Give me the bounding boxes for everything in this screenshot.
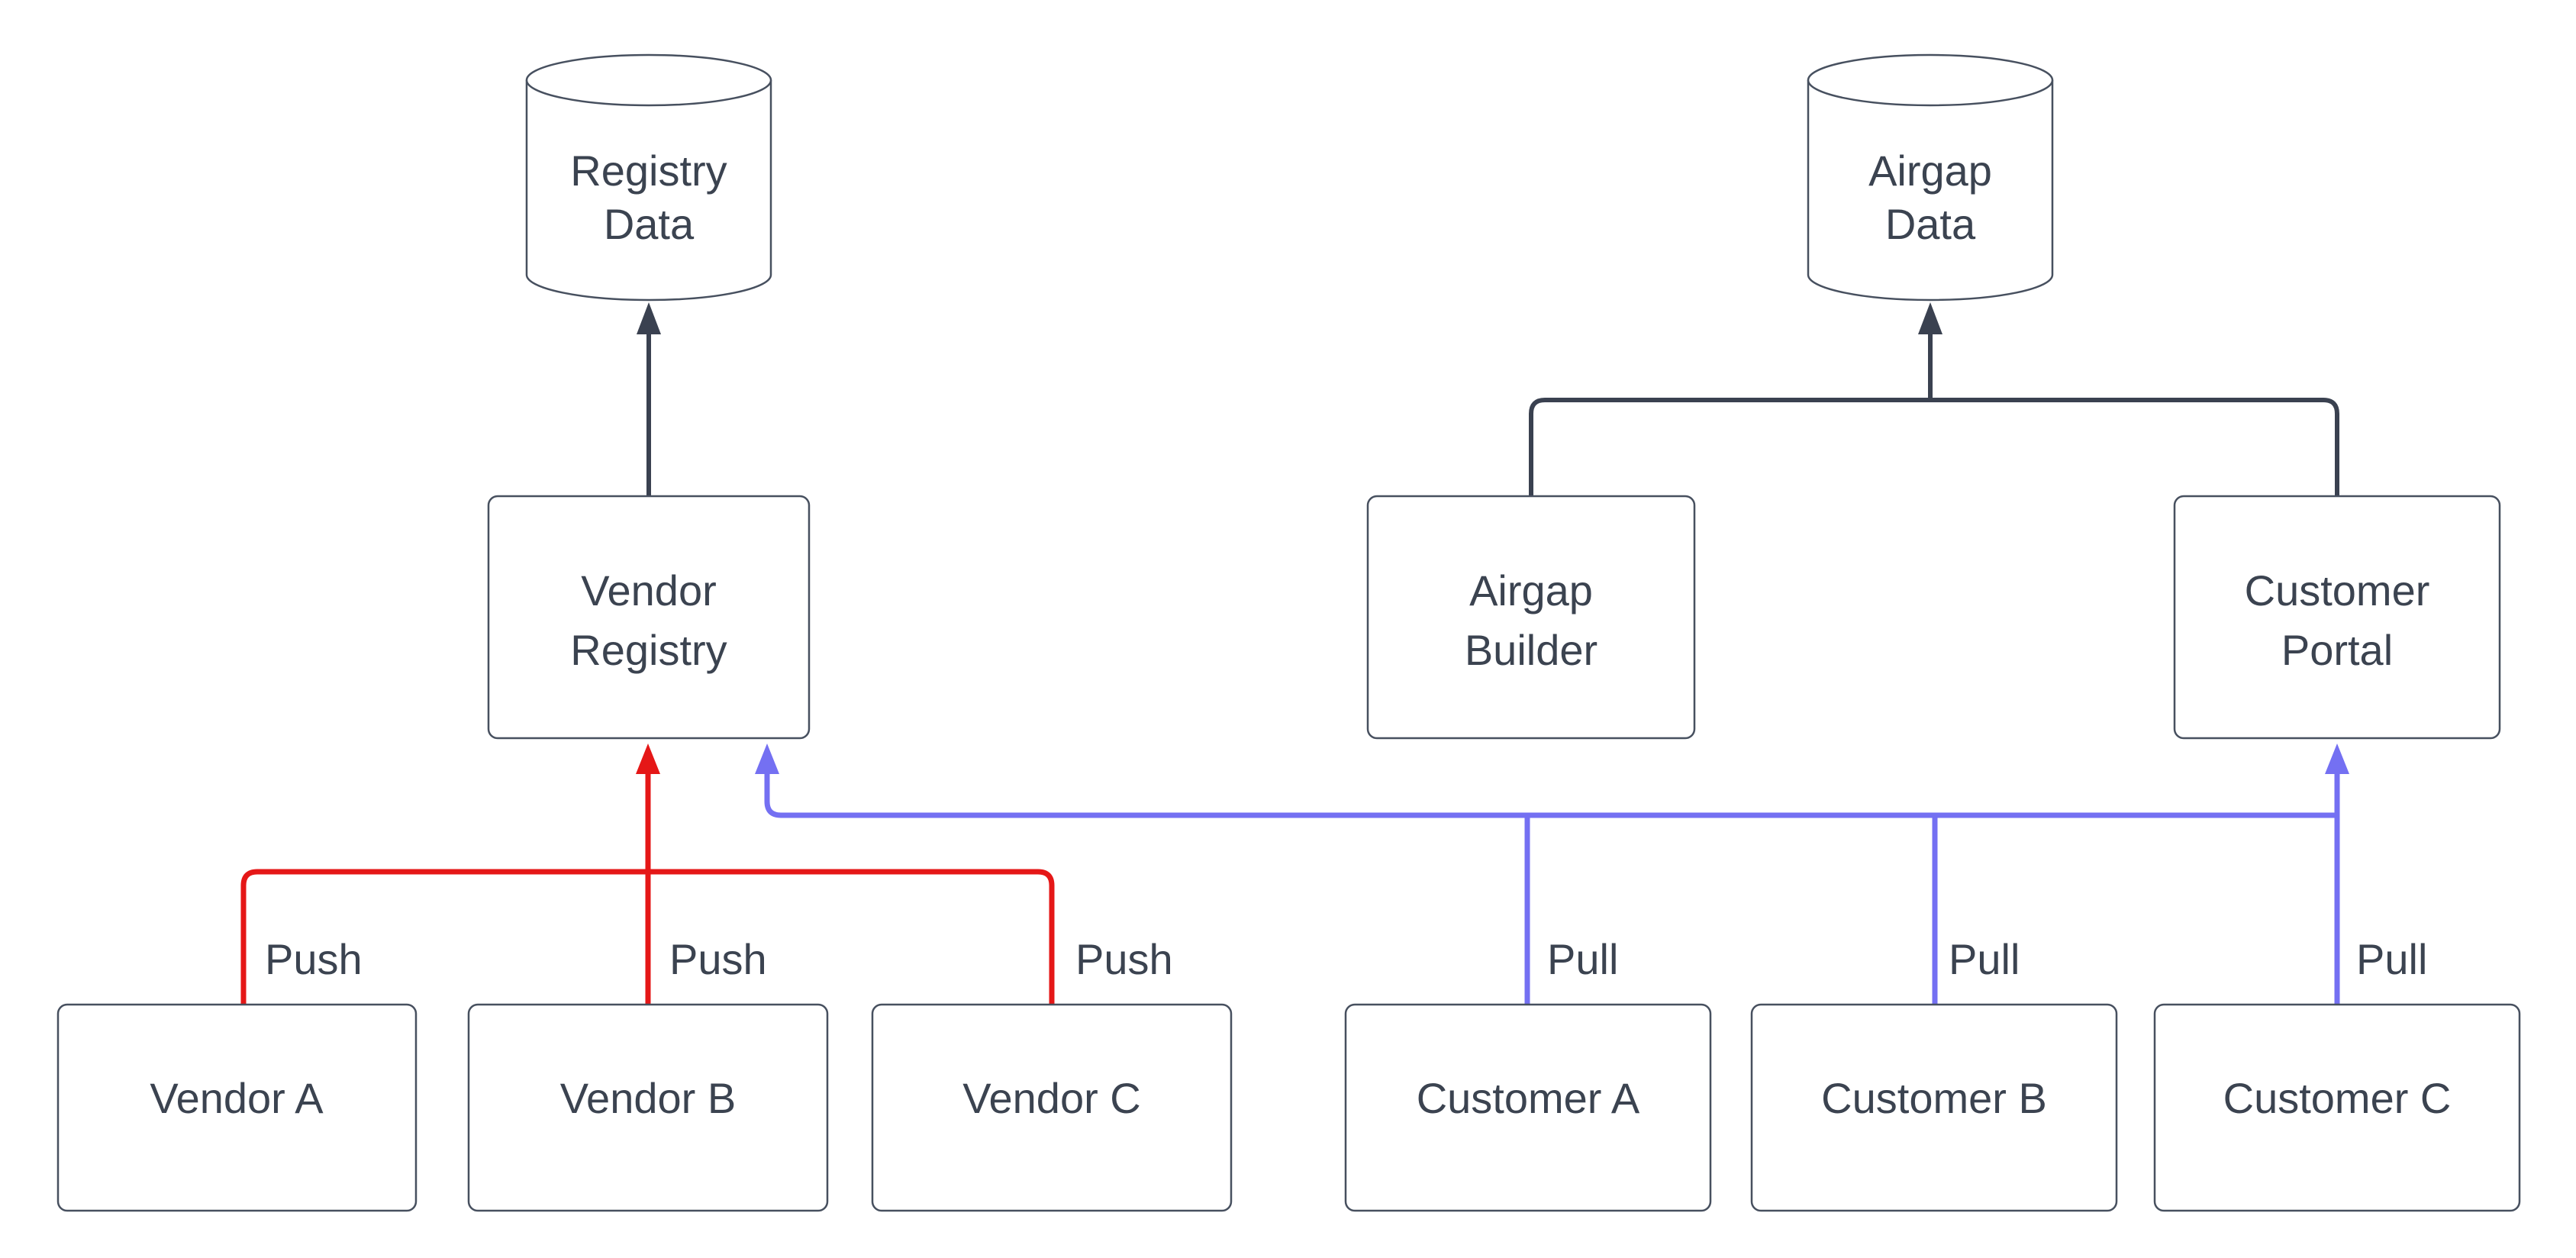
node-label-line1: Customer xyxy=(2245,566,2430,614)
node-label-line2: Registry xyxy=(570,626,727,674)
edge-group-push: Push Push Push xyxy=(240,744,1173,1005)
push-label-vendor-a: Push xyxy=(265,935,363,983)
edge-group-pull: Pull Pull Pull xyxy=(755,744,2427,1005)
node-box xyxy=(1344,1003,1712,1212)
edge-line xyxy=(1529,398,2339,496)
node-box xyxy=(871,1003,1233,1212)
node-label: Customer A xyxy=(1417,1074,1640,1122)
node-airgap-builder: Airgap Builder xyxy=(1366,495,1696,740)
node-vendor-c: Vendor C xyxy=(871,1003,1233,1212)
node-customer-a: Customer A xyxy=(1344,1003,1712,1212)
arrow-up-icon xyxy=(637,302,661,334)
node-box xyxy=(1750,1003,2118,1212)
node-box xyxy=(467,1003,829,1212)
node-label: Customer C xyxy=(2223,1074,2452,1122)
database-cylinder-icon xyxy=(1807,80,2054,302)
database-cylinder-top xyxy=(1807,53,2054,107)
node-airgap-data: Airgap Data xyxy=(1807,53,2054,302)
node-customer-c: Customer C xyxy=(2153,1003,2521,1212)
push-label-vendor-c: Push xyxy=(1075,935,1173,983)
node-label-line2: Data xyxy=(604,200,695,248)
arrow-up-icon xyxy=(755,744,779,774)
node-label: Vendor B xyxy=(560,1074,736,1122)
database-cylinder-icon xyxy=(525,80,772,302)
node-label-line2: Data xyxy=(1885,200,1976,248)
node-box xyxy=(1366,495,1696,740)
node-box xyxy=(56,1003,418,1212)
node-label: Vendor C xyxy=(962,1074,1141,1122)
database-cylinder-top xyxy=(525,53,772,107)
node-vendor-a: Vendor A xyxy=(56,1003,418,1212)
node-box xyxy=(2173,495,2501,740)
node-vendor-b: Vendor B xyxy=(467,1003,829,1212)
arrow-up-icon xyxy=(2325,744,2349,774)
node-registry-data: Registry Data xyxy=(525,53,772,302)
node-label: Vendor A xyxy=(150,1074,324,1122)
arrow-up-icon xyxy=(636,744,660,774)
node-customer-portal: Customer Portal xyxy=(2173,495,2501,740)
arrow-up-icon xyxy=(1918,302,1942,334)
pull-label-customer-a: Pull xyxy=(1547,935,1618,983)
node-label-line2: Builder xyxy=(1465,626,1598,674)
node-label-line1: Registry xyxy=(570,147,727,195)
node-label-line1: Airgap xyxy=(1868,147,1992,195)
node-box xyxy=(2153,1003,2521,1212)
edge-vendor-registry-to-registry-data xyxy=(637,302,661,496)
node-vendor-registry: Vendor Registry xyxy=(487,495,811,740)
edge-airgap-builder-customer-portal-to-airgap-data xyxy=(1529,302,2339,496)
node-label: Customer B xyxy=(1821,1074,2047,1122)
pull-label-customer-b: Pull xyxy=(1949,935,2020,983)
node-label-line2: Portal xyxy=(2281,626,2393,674)
node-label-line1: Airgap xyxy=(1469,566,1593,614)
node-box xyxy=(487,495,811,740)
node-customer-b: Customer B xyxy=(1750,1003,2118,1212)
node-label-line1: Vendor xyxy=(581,566,717,614)
pull-trunk-line xyxy=(764,773,2337,818)
pull-label-customer-c: Pull xyxy=(2356,935,2427,983)
push-label-vendor-b: Push xyxy=(669,935,767,983)
